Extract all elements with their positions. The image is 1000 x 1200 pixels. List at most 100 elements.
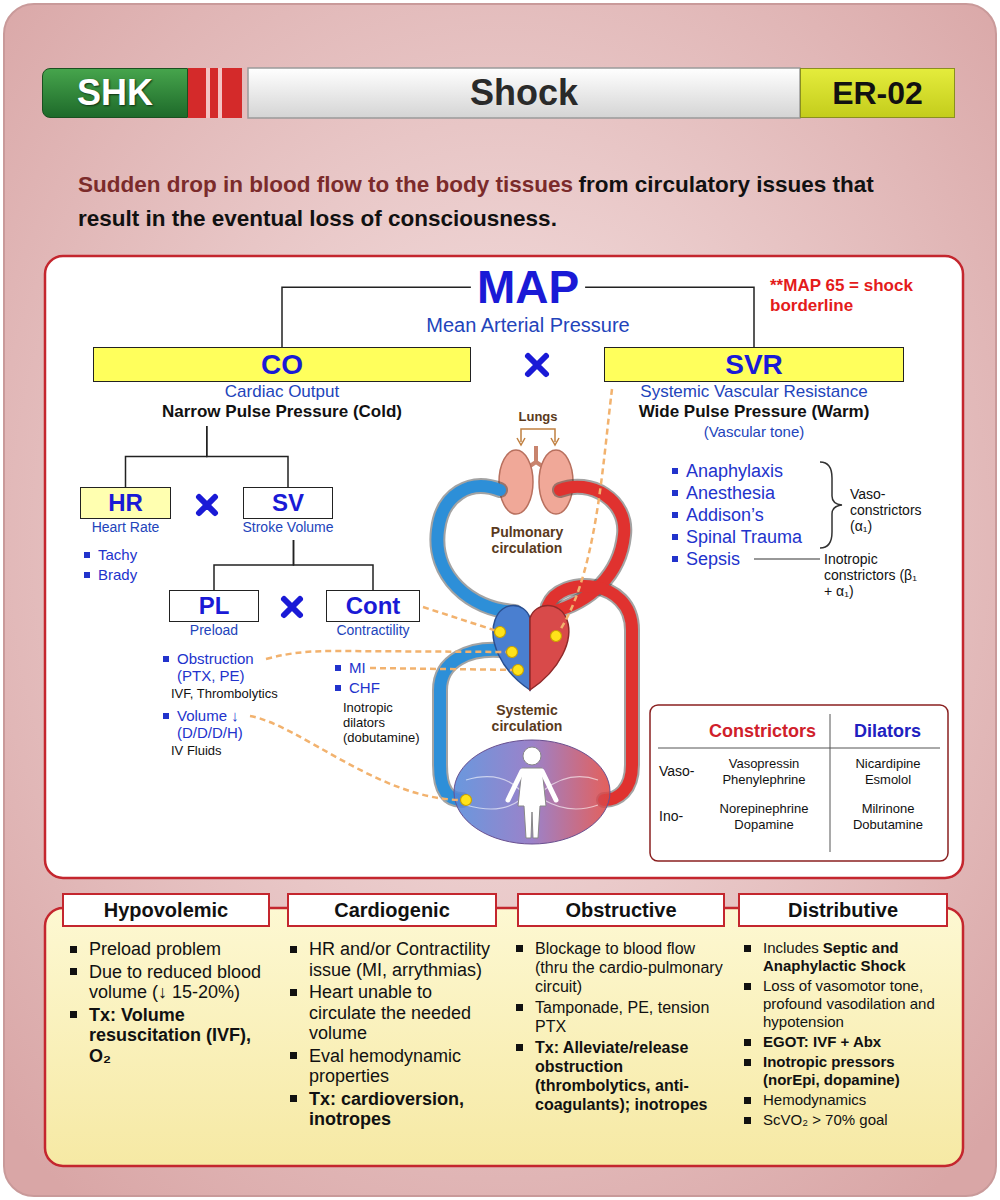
- table-cell: Vasopressin Phenylephrine: [703, 756, 825, 788]
- series-tab: SHK: [42, 68, 188, 118]
- drug-table-frame: [650, 705, 948, 861]
- bullet-marker: [335, 685, 341, 691]
- node-subtext: Mean Arterial Pressure: [426, 313, 629, 337]
- node-heading: Cont: [327, 591, 419, 621]
- term-box: ContContractility: [326, 590, 420, 622]
- node-heading: SVR: [605, 348, 903, 381]
- term-box: COCardiac OutputNarrow Pulse Pressure (C…: [93, 347, 471, 382]
- category-point: Hemodynamics: [763, 1091, 866, 1108]
- bullet-item: Tx: Volume resuscitation (IVF), O₂: [70, 1005, 275, 1067]
- category-point: Tx: Alleviate/release obstruction (throm…: [535, 1039, 707, 1113]
- category-point: HR and/or Contractility issue (MI, arryt…: [309, 939, 490, 980]
- node-heading: SHK: [43, 69, 187, 117]
- leader-line: [754, 558, 820, 559]
- organ-label: Lungs: [512, 409, 564, 425]
- category-point: Tamponade, PE, tension PTX: [535, 999, 709, 1035]
- circuit-label: Pulmonary circulation: [482, 524, 572, 556]
- bullet-item: Obstruction (PTX, PE): [163, 650, 263, 684]
- circulation-illustration: [499, 450, 533, 514]
- bullet-text: Tx: cardioversion, inotropes: [309, 1089, 500, 1130]
- drug-table-frame: [650, 705, 948, 861]
- bullet-marker: [70, 968, 77, 975]
- bullet-text: Eval hemodynamic properties: [309, 1046, 500, 1087]
- node-heading: SV: [244, 488, 332, 518]
- title-bar: [248, 68, 800, 118]
- brace: [820, 462, 842, 548]
- table-cell: Nicardipine Esmolol: [836, 756, 940, 788]
- bullet-text: Tamponade, PE, tension PTX: [535, 998, 726, 1036]
- bullet-text: ScVO₂ > 70% goal: [763, 1111, 949, 1129]
- cause-item: Sepsis: [686, 548, 740, 570]
- node-heading: MAP: [477, 262, 579, 313]
- category-point: Preload problem: [89, 939, 221, 959]
- bullet-item: EGOT: IVF + Abx: [744, 1033, 949, 1051]
- bullet-marker: [516, 1004, 523, 1011]
- bullet-text: Inotropic pressors (norEpi, dopamine): [763, 1053, 949, 1089]
- category-list: Blockage to blood flow (thru the cardio-…: [516, 939, 726, 1116]
- code-tab: ER-02: [800, 68, 955, 118]
- bullet-marker: [290, 989, 297, 996]
- bullet-marker: [70, 1011, 77, 1018]
- node-heading: HR: [81, 488, 170, 518]
- bullet-item: Blockage to blood flow (thru the cardio-…: [516, 939, 726, 996]
- term-box: SVStroke Volume: [243, 487, 333, 519]
- leader-line: [423, 607, 500, 632]
- bullet-marker: [672, 468, 678, 474]
- treatment-note: Inotropic dilators (dobutamine): [343, 700, 427, 745]
- multiply-symbol: [199, 497, 215, 513]
- circulation-illustration: [493, 606, 530, 691]
- category-point: Due to reduced blood volume (↓ 15-20%): [89, 962, 261, 1003]
- cause-item: Spinal Trauma: [686, 526, 802, 548]
- bullet-item: Tachy: [84, 546, 137, 563]
- category-list: Preload problemDue to reduced blood volu…: [70, 939, 275, 1068]
- bullet-marker: [516, 945, 523, 952]
- category-list: IncludesSeptic and Anaphylactic ShockLos…: [744, 939, 949, 1131]
- category-point: EGOT: IVF + Abx: [763, 1033, 881, 1050]
- table-row-header: Vaso-: [659, 763, 695, 779]
- circulation-illustration: [521, 429, 555, 442]
- cause-item: Tachy: [98, 546, 137, 563]
- table-cell: Milrinone Dobutamine: [836, 801, 940, 833]
- header-bar: [188, 68, 800, 118]
- leader-line: [266, 651, 512, 659]
- bullet-item: Volume ↓ (D/D/D/H): [163, 707, 258, 741]
- lead-text-part: Sudden drop in blood flow to the body ti…: [78, 172, 573, 197]
- node-heading: PL: [170, 591, 258, 621]
- bullet-marker: [163, 713, 169, 719]
- table-header: Constrictors: [700, 720, 825, 742]
- node-subtext: Preload: [190, 622, 238, 639]
- bullet-item: Eval hemodynamic properties: [290, 1046, 500, 1087]
- cause-item: MI: [349, 659, 366, 676]
- bullet-item: MI: [335, 659, 366, 676]
- bullet-item: Anesthesia: [672, 482, 775, 504]
- category-point: Eval hemodynamic properties: [309, 1046, 461, 1087]
- circulation-illustration: [518, 768, 546, 838]
- node-subtext: Narrow Pulse Pressure (Cold): [162, 402, 402, 422]
- category-tab: Obstructive: [517, 893, 725, 927]
- category-point: ScVO₂ > 70% goal: [763, 1111, 888, 1128]
- multiply-symbol: [199, 356, 546, 615]
- bullet-item: Anaphylaxis: [672, 460, 783, 482]
- circulation-illustration: [437, 486, 632, 800]
- cause-item: Obstruction (PTX, PE): [177, 650, 263, 684]
- bullet-item: Spinal Trauma: [672, 526, 802, 548]
- circuit-label: Systemic circulation: [482, 702, 572, 734]
- bullet-marker: [744, 1039, 751, 1046]
- node-heading: ER-02: [801, 69, 954, 117]
- node-subtext: Heart Rate: [92, 519, 160, 536]
- drug-class-note: Vaso-constrictors (α₁): [850, 486, 938, 534]
- header-stripe: [188, 68, 242, 118]
- bullet-marker: [672, 490, 678, 496]
- node-subtext: Contractility: [336, 622, 409, 639]
- cause-item: Volume ↓ (D/D/D/H): [177, 707, 258, 741]
- category-point: Heart unable to circulate the needed vol…: [309, 982, 471, 1043]
- node-heading: Distributive: [740, 895, 946, 925]
- bullet-marker: [744, 1059, 751, 1066]
- category-point: Blockage to blood flow (thru the cardio-…: [535, 940, 723, 995]
- treatment-note: IV Fluids: [171, 743, 222, 758]
- bullet-item: ScVO₂ > 70% goal: [744, 1111, 949, 1129]
- header-stripe: [206, 68, 210, 118]
- types-panel: [45, 908, 963, 1166]
